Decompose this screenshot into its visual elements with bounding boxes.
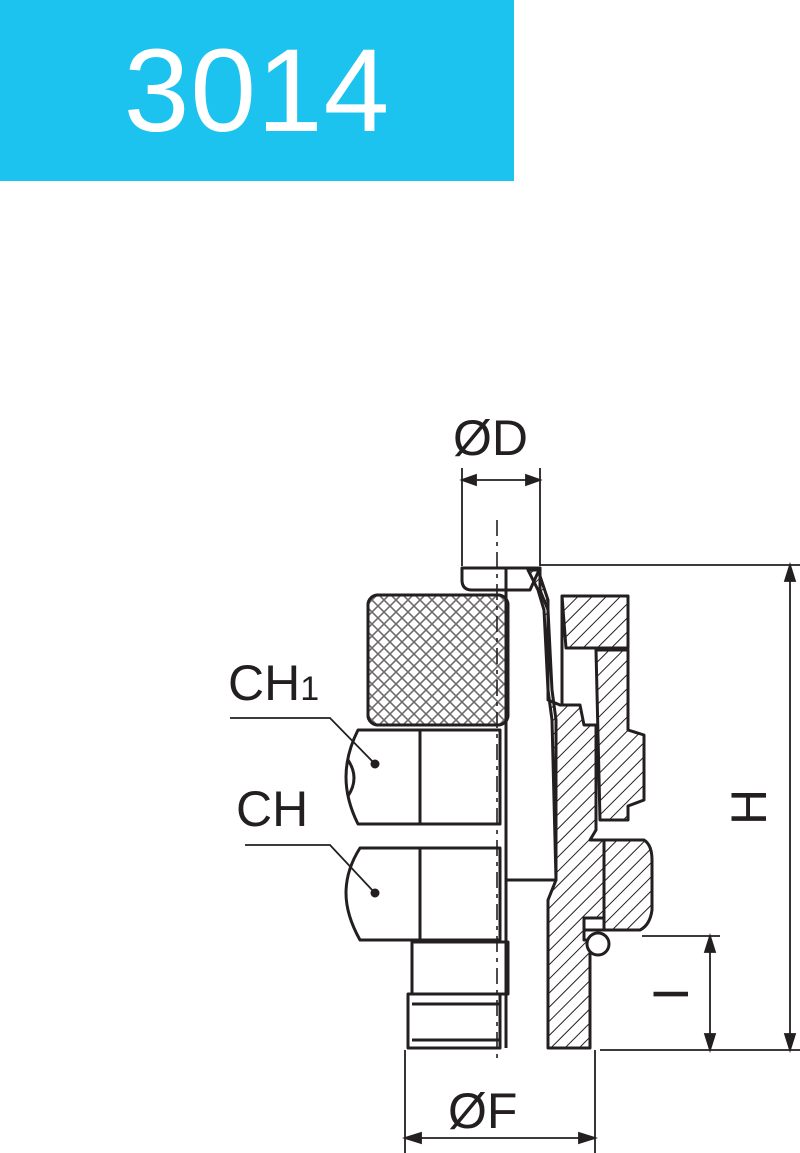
hex-upper-subscript: 1 [300, 670, 319, 708]
dim-label-tube-diameter: ØD [453, 410, 528, 466]
lower-hex [344, 846, 502, 942]
dim-label-hex-upper: CH1 [228, 655, 319, 711]
section-body [526, 568, 606, 1050]
dim-label-thread-diameter: ØF [448, 1083, 517, 1139]
section-upper [560, 594, 630, 650]
hex-upper-main: CH [228, 655, 300, 711]
top-ring [460, 566, 542, 592]
dim-label-hex-lower: CH [236, 781, 308, 837]
section-lower-right [602, 838, 654, 932]
thread-stub [406, 992, 502, 1050]
dim-label-thread-length: I [643, 987, 699, 1001]
o-ring [585, 931, 611, 957]
dim-label-height: H [721, 789, 777, 825]
upper-hex [344, 728, 502, 826]
product-code-banner: 3014 [0, 0, 514, 181]
section-right [594, 648, 646, 822]
product-code: 3014 [123, 24, 391, 157]
